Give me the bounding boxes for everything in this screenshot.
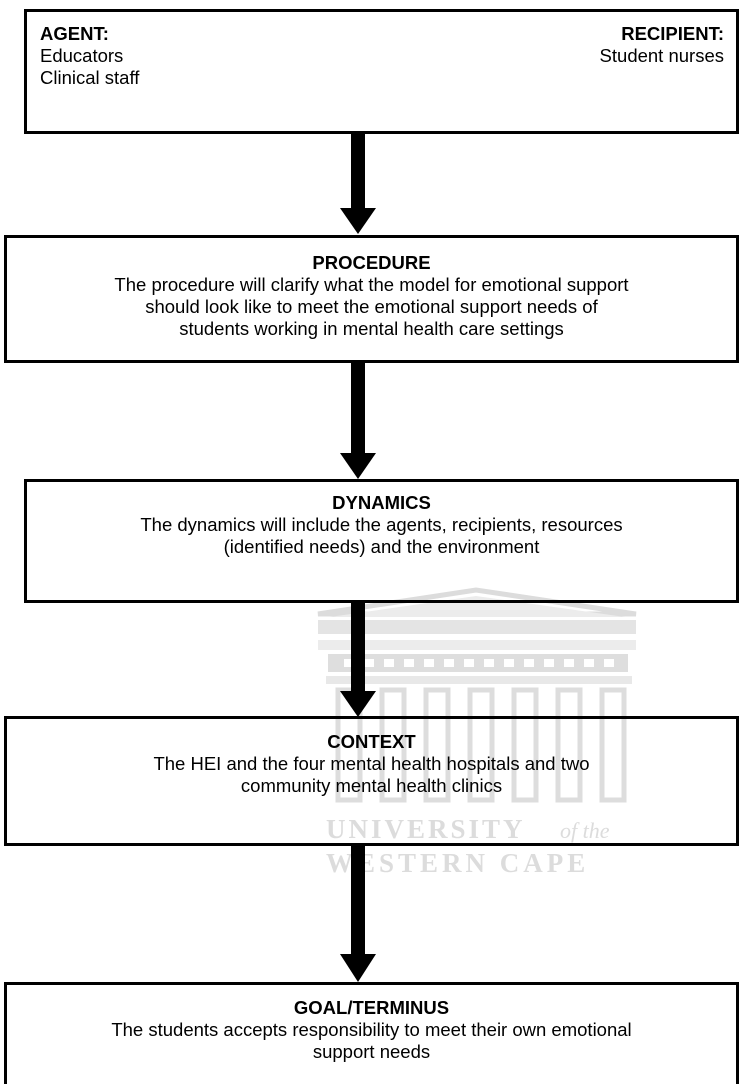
down-arrow-icon <box>340 132 376 234</box>
agent-line: Clinical staff <box>40 67 140 88</box>
context-heading: CONTEXT <box>327 731 416 752</box>
watermark-university: UNIVERSITY <box>326 814 526 844</box>
procedure-box: PROCEDURE The procedure will clarify wha… <box>4 235 739 363</box>
down-arrow-icon <box>340 844 376 982</box>
dynamics-line: The dynamics will include the agents, re… <box>140 514 623 535</box>
down-arrow-icon <box>340 601 376 717</box>
dynamics-line: (identified needs) and the environment <box>223 536 540 557</box>
context-line: The HEI and the four mental health hospi… <box>153 753 590 774</box>
goal-heading: GOAL/TERMINUS <box>293 997 450 1018</box>
procedure-heading: PROCEDURE <box>312 252 431 273</box>
down-arrow-icon <box>340 361 376 479</box>
procedure-line: The procedure will clarify what the mode… <box>114 274 629 295</box>
watermark-of-the: of the <box>560 818 610 843</box>
goal-box: GOAL/TERMINUS The students accepts respo… <box>4 982 739 1084</box>
context-box: CONTEXT The HEI and the four mental heal… <box>4 716 739 846</box>
agent-block: AGENT: Educators Clinical staff <box>40 23 139 89</box>
procedure-line: should look like to meet the emotional s… <box>145 296 598 317</box>
recipient-heading: RECIPIENT: <box>621 23 724 44</box>
dynamics-heading: DYNAMICS <box>332 492 431 513</box>
watermark-western-cape: WESTERN CAPE <box>326 848 589 878</box>
goal-line: support needs <box>312 1041 431 1062</box>
dynamics-box: DYNAMICS The dynamics will include the a… <box>24 479 739 603</box>
recipient-line: Student nurses <box>599 45 724 66</box>
agent-line: Educators <box>40 45 124 66</box>
procedure-line: students working in mental health care s… <box>179 318 564 339</box>
agent-recipient-box: AGENT: Educators Clinical staff RECIPIEN… <box>24 9 739 134</box>
goal-line: The students accepts responsibility to m… <box>111 1019 632 1040</box>
agent-heading: AGENT: <box>40 23 109 44</box>
context-line: community mental health clinics <box>240 775 503 796</box>
recipient-block: RECIPIENT: Student nurses <box>600 23 724 67</box>
